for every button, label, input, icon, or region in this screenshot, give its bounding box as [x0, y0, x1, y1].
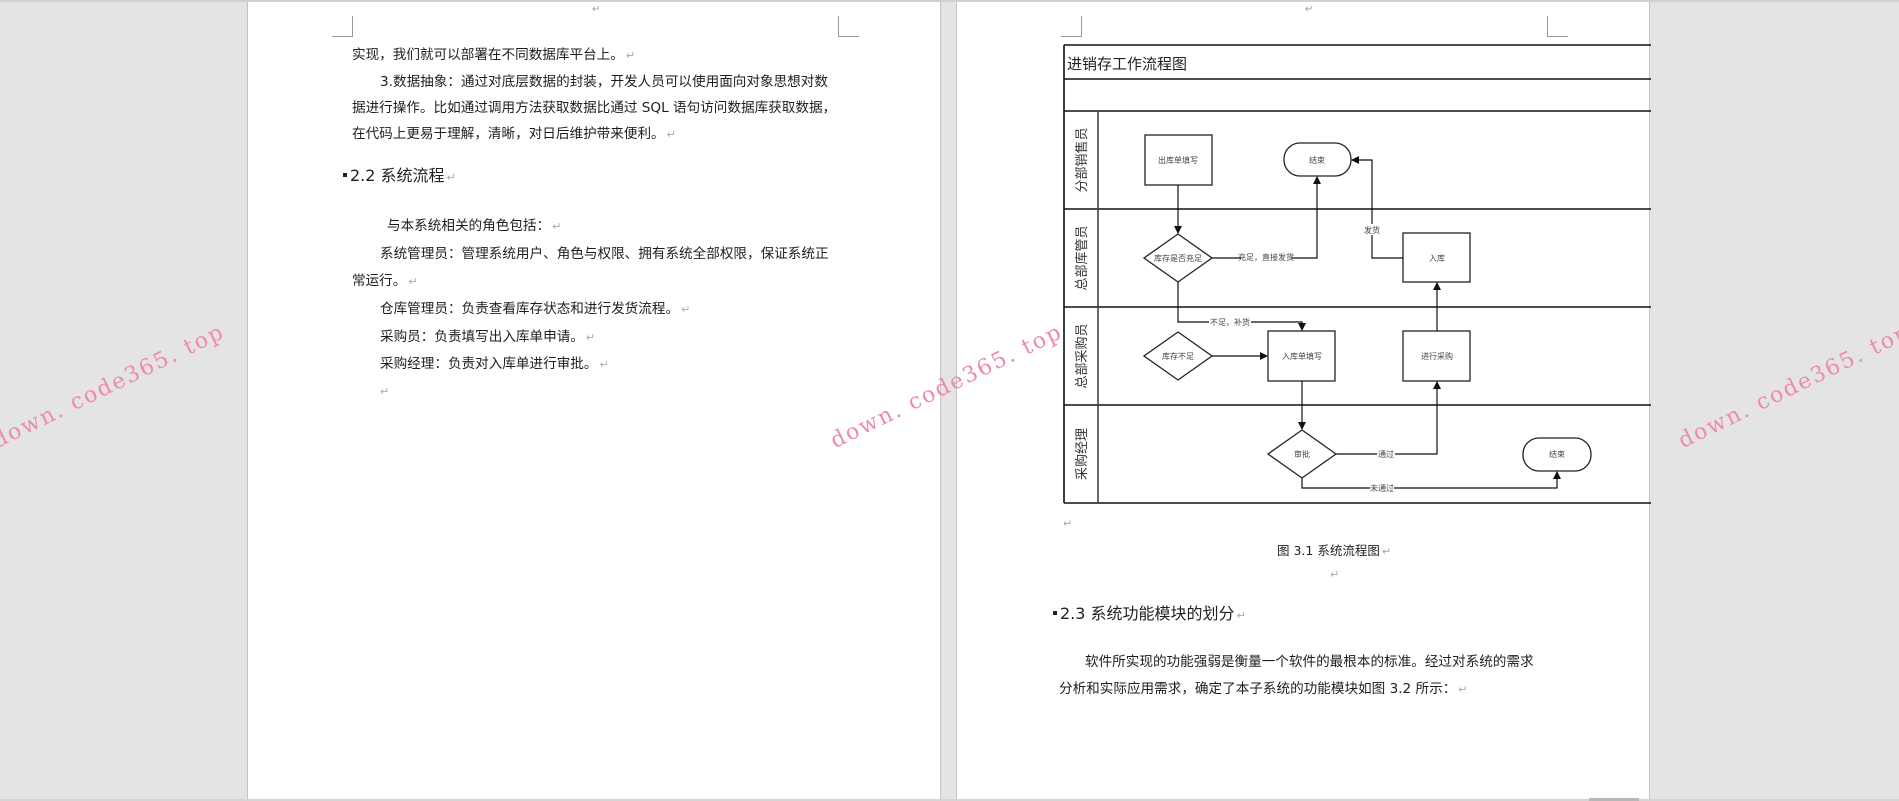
heading-text: 2.3 系统功能模块的划分 — [1060, 604, 1235, 623]
paragraph-mark: ↵ — [681, 303, 691, 316]
role-line[interactable]: 系统管理员：管理系统用户、角色与权限、拥有系统全部权限，保证系统正 — [380, 245, 829, 263]
crop-mark-top-left — [1061, 16, 1082, 37]
roles-intro[interactable]: 与本系统相关的角色包括：↵ — [387, 217, 561, 236]
caption-text: 图 3.1 系统流程图 — [1277, 543, 1380, 558]
horizontal-scrollbar-thumb[interactable] — [1589, 798, 1639, 801]
header-paragraph-mark: ↵ — [1305, 4, 1314, 15]
paragraph-line[interactable]: 实现，我们就可以部署在不同数据库平台上。↵ — [352, 46, 635, 65]
line-text: 常运行。 — [352, 273, 407, 289]
line-text: 采购经理：负责对入库单进行审批。 — [380, 356, 598, 372]
edge-label: 未通过 — [1370, 483, 1394, 493]
document-page-2[interactable]: ↵ 进销存工作流程图 分部销售员 总部库管员 总部采购员 — [956, 2, 1651, 799]
node-label: 结束 — [1549, 449, 1565, 459]
edge-label: 充足，直接发货 — [1238, 252, 1294, 262]
node-label: 入库 — [1429, 253, 1445, 263]
paragraph-mark: ↵ — [1381, 545, 1392, 558]
line-text: 据进行操作。比如通过调用方法获取数据比通过 SQL 语句访问数据库获取数据， — [352, 100, 837, 116]
line-text: 软件所实现的功能强弱是衡量一个软件的最根本的标准。经过对系统的需求 — [1085, 654, 1534, 670]
diagram-title: 进销存工作流程图 — [1067, 55, 1187, 73]
line-text: 实现，我们就可以部署在不同数据库平台上。 — [352, 47, 624, 63]
node-inbound-form — [1267, 330, 1336, 382]
paragraph-mark: ↵ — [599, 358, 609, 371]
paragraph-line[interactable]: 分析和实际应用需求，确定了本子系统的功能模块如图 3.2 所示：↵ — [1059, 680, 1468, 699]
lane-label-hq-warehouse: 总部库管员 — [1074, 225, 1090, 290]
document-page-1[interactable]: ↵ 实现，我们就可以部署在不同数据库平台上。↵ 3.数据抽象：通过对底层数据的封… — [247, 2, 941, 799]
heading-bullet-icon — [343, 172, 347, 177]
heading-bullet-icon — [1053, 610, 1057, 615]
line-text: 采购员：负责填写出入库单申请。 — [380, 329, 584, 345]
workflow-diagram[interactable]: 进销存工作流程图 分部销售员 总部库管员 总部采购员 采购经理 — [957, 2, 1651, 522]
node-label: 入库单填写 — [1282, 351, 1322, 361]
paragraph-mark: ↵ — [666, 128, 676, 141]
paragraph-mark: ↵ — [1236, 609, 1246, 622]
lane-label-branch-sales: 分部销售员 — [1074, 127, 1090, 192]
watermark: down. code365. top — [1674, 319, 1899, 454]
figure-caption[interactable]: 图 3.1 系统流程图↵ — [1277, 540, 1391, 559]
paragraph-mark: ↵ — [1458, 683, 1468, 696]
header-paragraph-mark: ↵ — [592, 4, 601, 15]
edge-label: 通过 — [1378, 449, 1394, 459]
node-label: 结束 — [1309, 155, 1325, 165]
paragraph-mark: ↵ — [552, 220, 562, 233]
node-label: 出库单填写 — [1158, 155, 1198, 165]
crop-mark-top-right — [838, 16, 859, 37]
watermark: down. code365. top — [0, 319, 229, 454]
paragraph-line[interactable]: 3.数据抽象：通过对底层数据的封装，开发人员可以使用面向对象思想对数 — [380, 73, 828, 91]
paragraph-line[interactable]: 据进行操作。比如通过调用方法获取数据比通过 SQL 语句访问数据库获取数据， — [352, 99, 836, 117]
paragraph-mark: ↵ — [1063, 517, 1073, 530]
line-text: 3.数据抽象：通过对底层数据的封装，开发人员可以使用面向对象思想对数 — [380, 74, 828, 90]
top-border — [0, 0, 1899, 2]
lane-label-hq-purchasing: 总部采购员 — [1074, 323, 1090, 388]
edge-label: 发货 — [1364, 225, 1380, 235]
role-line[interactable]: 采购经理：负责对入库单进行审批。↵ — [380, 355, 609, 374]
paragraph-mark: ↵ — [380, 385, 390, 398]
node-label: 审批 — [1294, 449, 1310, 459]
node-label: 库存是否充足 — [1154, 253, 1202, 263]
line-text: 仓库管理员：负责查看库存状态和进行发货流程。 — [380, 301, 680, 317]
line-text: 系统管理员：管理系统用户、角色与权限、拥有系统全部权限，保证系统正 — [380, 246, 829, 262]
crop-mark-top-left — [332, 16, 353, 37]
crop-mark-top-right — [1547, 16, 1568, 37]
paragraph-mark: ↵ — [585, 331, 596, 344]
line-text: 与本系统相关的角色包括： — [387, 218, 551, 234]
role-line[interactable]: 仓库管理员：负责查看库存状态和进行发货流程。↵ — [380, 300, 690, 319]
empty-paragraph[interactable]: ↵ — [1328, 565, 1339, 584]
paragraph-mark: ↵ — [1330, 568, 1340, 581]
line-text: 在代码上更易于理解，清晰，对日后维护带来便利。 — [352, 126, 665, 142]
empty-paragraph[interactable]: ↵ — [378, 382, 389, 401]
empty-paragraph[interactable]: ↵ — [1061, 514, 1072, 533]
heading-text: 2.2 系统流程 — [350, 166, 445, 185]
role-line[interactable]: 采购员：负责填写出入库单申请。↵ — [380, 328, 595, 347]
node-outbound-form — [1144, 134, 1213, 186]
paragraph-line[interactable]: 在代码上更易于理解，清晰，对日后维护带来便利。↵ — [352, 125, 676, 144]
paragraph-mark: ↵ — [625, 49, 636, 62]
node-label: 库存不足 — [1162, 351, 1194, 361]
line-text: 分析和实际应用需求，确定了本子系统的功能模块如图 3.2 所示： — [1059, 681, 1457, 697]
paragraph-mark: ↵ — [408, 275, 418, 288]
paragraph-line[interactable]: 软件所实现的功能强弱是衡量一个软件的最根本的标准。经过对系统的需求 — [1085, 653, 1534, 671]
node-stock-low — [1142, 331, 1214, 381]
role-line[interactable]: 常运行。↵ — [352, 272, 418, 291]
section-heading-2-2[interactable]: 2.2 系统流程↵ — [343, 166, 456, 188]
lane-label-purchasing-manager: 采购经理 — [1074, 428, 1090, 480]
edge-label: 不足，补货 — [1210, 317, 1250, 327]
section-heading-2-3[interactable]: 2.3 系统功能模块的划分↵ — [1053, 604, 1246, 626]
horizontal-scrollbar[interactable] — [0, 799, 1899, 801]
paragraph-mark: ↵ — [446, 171, 456, 184]
node-label: 进行采购 — [1421, 351, 1453, 361]
node-warehousing — [1402, 232, 1471, 283]
